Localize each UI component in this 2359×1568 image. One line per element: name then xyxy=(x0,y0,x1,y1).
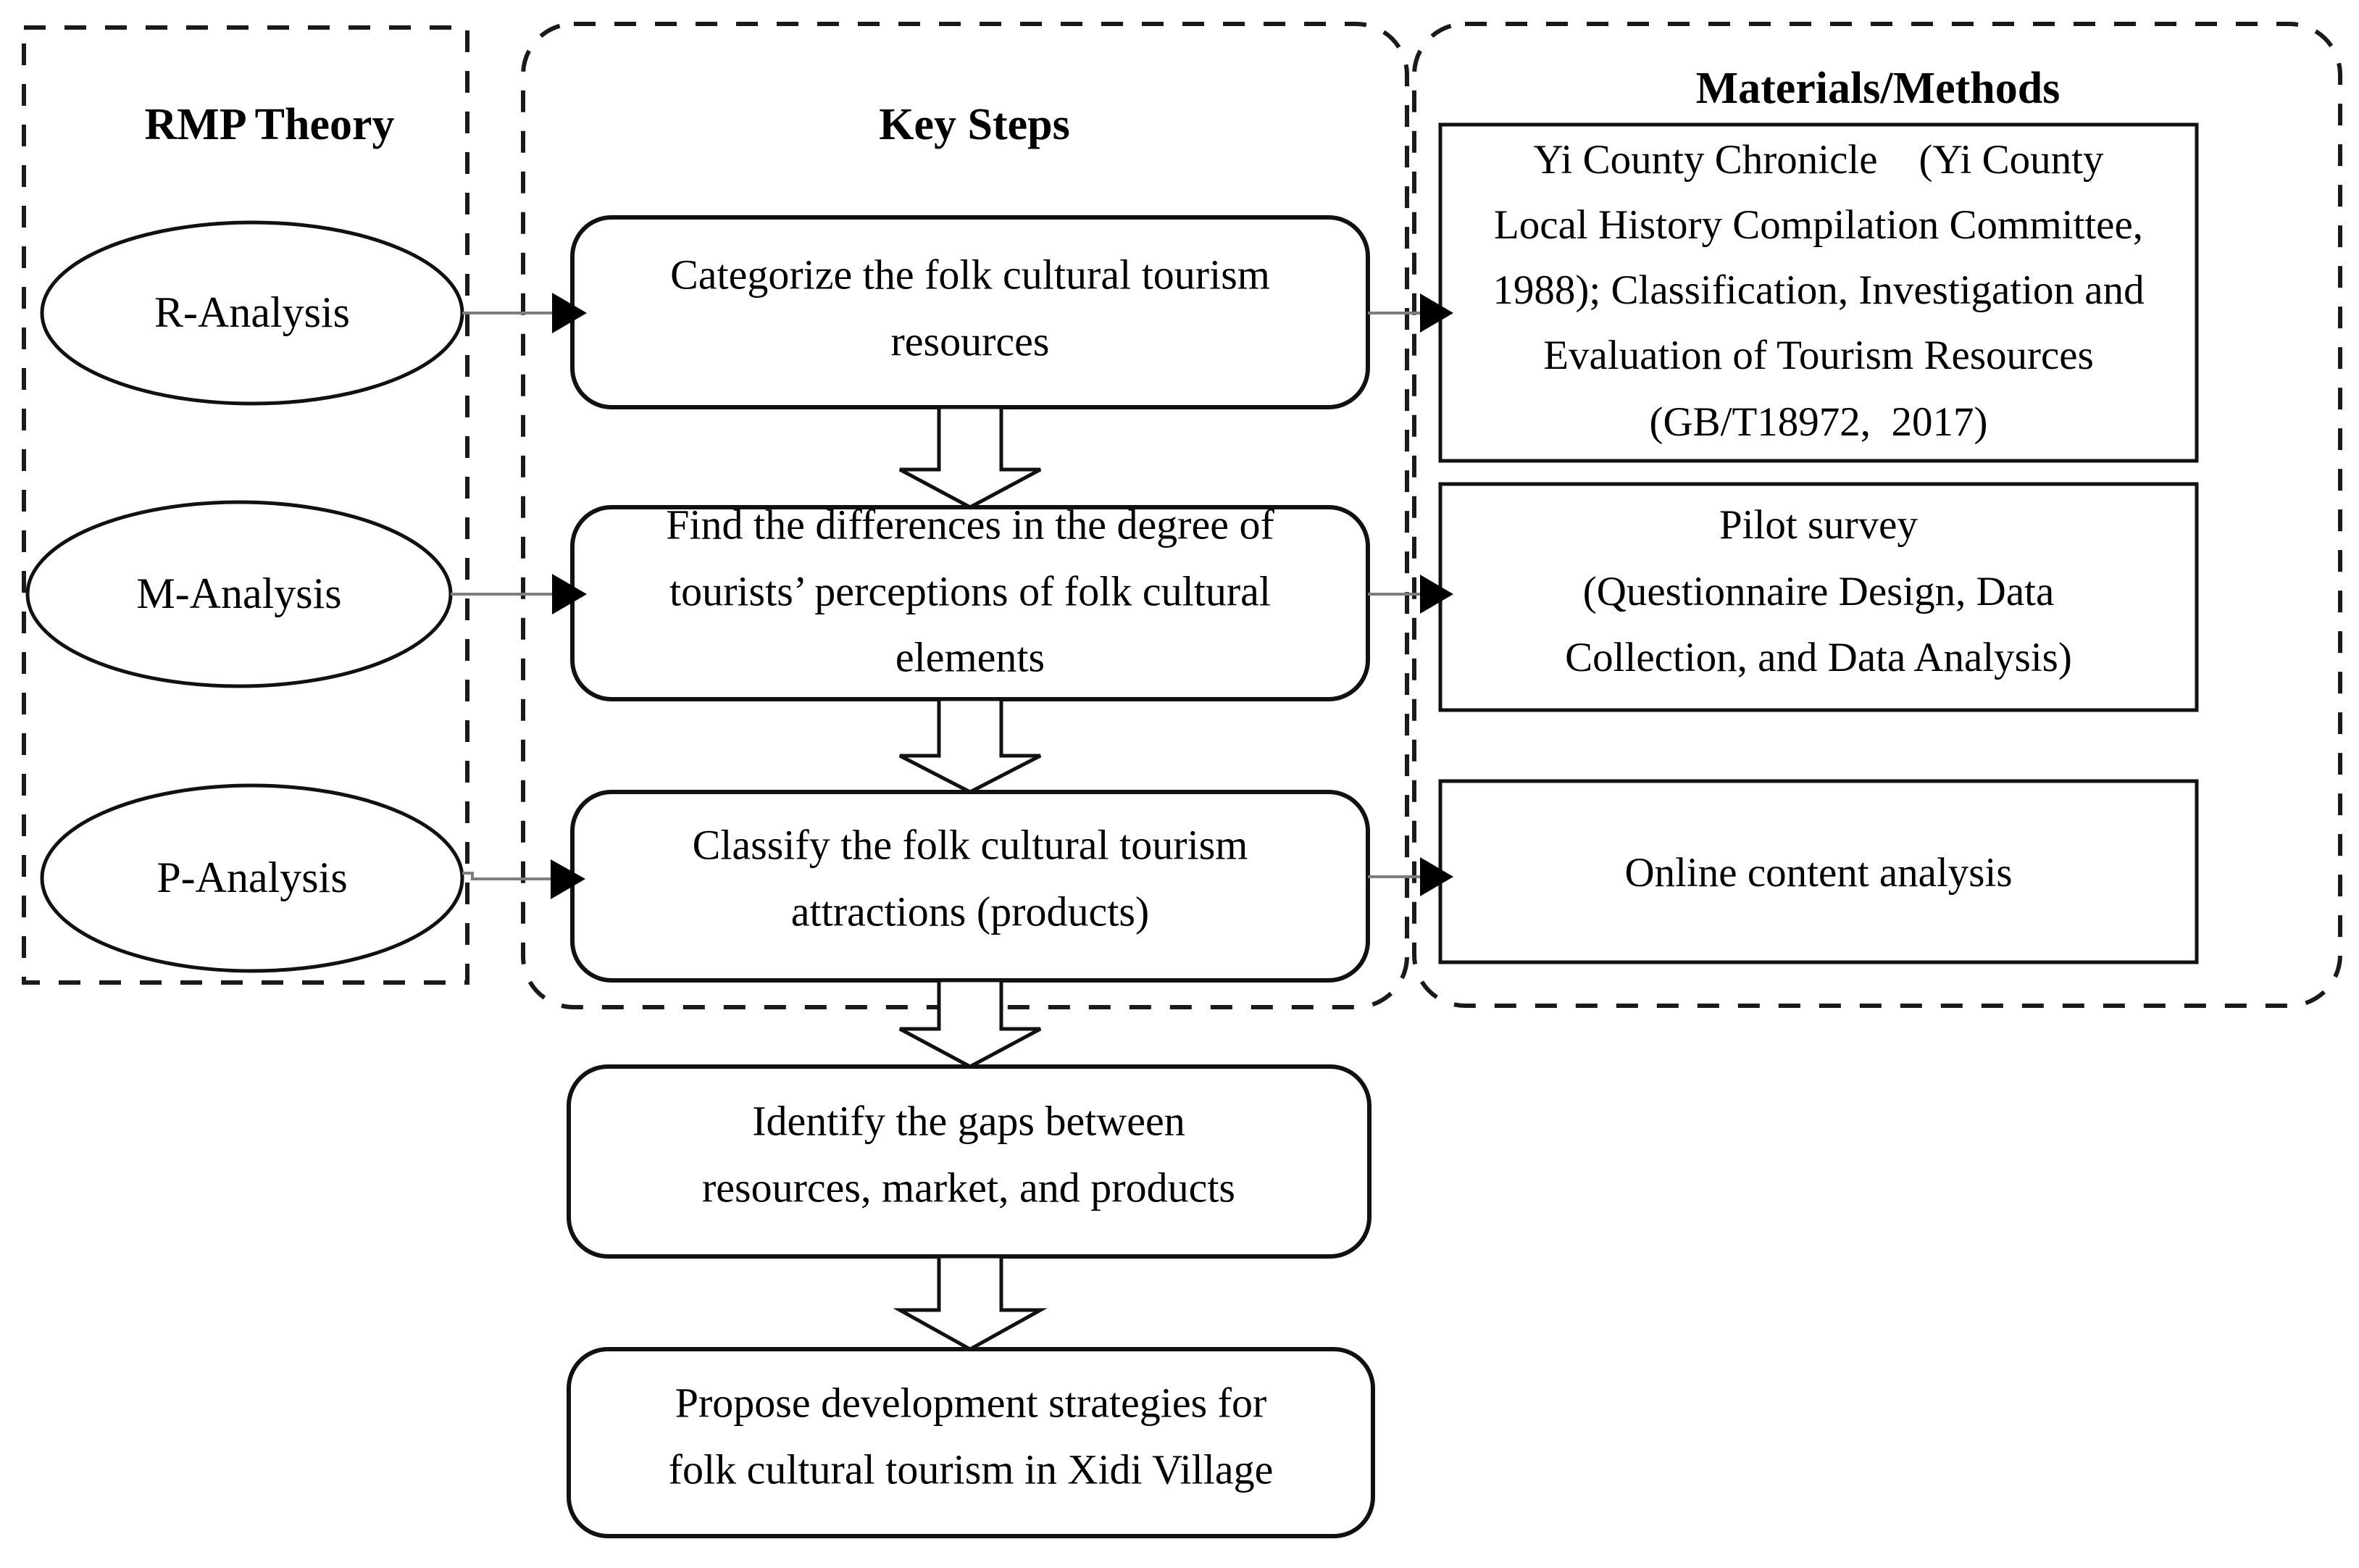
group-container-rmp xyxy=(22,25,469,985)
group-container-key-steps xyxy=(521,22,1409,1009)
node-step-propose-strategies-line-2: folk cultural tourism in Xidi Village xyxy=(669,1446,1274,1493)
node-mm-chronicle-line-1: Yi County Chronicle (Yi County xyxy=(1534,137,2104,183)
node-p-analysis-label: P-Analysis xyxy=(156,854,347,901)
block-arrow-classify-to-identify xyxy=(898,978,1042,1069)
node-step-identify-gaps-line-2: resources, market, and products xyxy=(702,1164,1235,1211)
node-step-propose-strategies[interactable] xyxy=(567,1347,1375,1538)
node-step-find-differences-line-3: elements xyxy=(895,633,1045,680)
group-title-materials-methods: Materials/Methods xyxy=(1696,64,2061,113)
connector-r-to-categorize xyxy=(462,293,587,333)
node-step-classify-line-2: attractions (products) xyxy=(791,888,1149,935)
node-step-identify-gaps-line-1: Identify the gaps between xyxy=(752,1097,1185,1144)
connector-find-to-pilot xyxy=(1368,575,1453,614)
node-step-categorize-line-1: Categorize the folk cultural tourism xyxy=(670,251,1270,298)
node-mm-online-analysis-line-1: Online content analysis xyxy=(1624,850,2012,896)
group-title-rmp: RMP Theory xyxy=(145,100,395,149)
node-m-analysis-label: M-Analysis xyxy=(136,570,341,617)
node-step-propose-strategies-line-1: Propose development strategies for xyxy=(675,1379,1267,1426)
node-step-find-differences-line-2: tourists’ perceptions of folk cultural xyxy=(669,567,1271,614)
node-step-categorize[interactable] xyxy=(570,215,1370,409)
node-step-classify[interactable] xyxy=(570,790,1370,983)
node-mm-pilot-survey-line-1: Pilot survey xyxy=(1719,502,1918,548)
block-arrow-find-to-classify xyxy=(898,697,1042,794)
block-arrow-categorize-to-find xyxy=(898,405,1042,509)
node-mm-pilot-survey-line-3: Collection, and Data Analysis) xyxy=(1565,635,2072,680)
group-title-key-steps: Key Steps xyxy=(879,100,1070,149)
node-p-analysis[interactable] xyxy=(40,783,464,973)
node-mm-chronicle[interactable] xyxy=(1438,122,2199,463)
node-step-identify-gaps[interactable] xyxy=(567,1064,1371,1259)
node-mm-chronicle-line-3: 1988); Classification, Investigation and xyxy=(1492,267,2144,313)
connector-categorize-to-chronicle xyxy=(1368,293,1453,333)
node-mm-chronicle-line-5: (GB/T18972, 2017) xyxy=(1649,399,1987,445)
connector-m-to-find xyxy=(451,574,587,614)
connector-classify-to-online xyxy=(1368,857,1453,896)
node-mm-online-analysis[interactable] xyxy=(1438,779,2199,964)
node-mm-chronicle-line-2: Local History Compilation Committee, xyxy=(1494,202,2143,248)
connector-p-to-classify xyxy=(462,859,585,899)
node-step-categorize-line-2: resources xyxy=(890,317,1049,364)
node-r-analysis-label: R-Analysis xyxy=(154,288,350,336)
node-mm-pilot-survey-line-2: (Questionnaire Design, Data xyxy=(1583,569,2055,614)
node-step-classify-line-1: Classify the folk cultural tourism xyxy=(693,821,1248,868)
node-mm-chronicle-line-4: Evaluation of Tourism Resources xyxy=(1543,333,2094,378)
block-arrow-identify-to-propose xyxy=(893,1254,1048,1351)
group-container-materials-methods xyxy=(1412,22,2342,1008)
node-mm-pilot-survey[interactable] xyxy=(1438,482,2199,712)
